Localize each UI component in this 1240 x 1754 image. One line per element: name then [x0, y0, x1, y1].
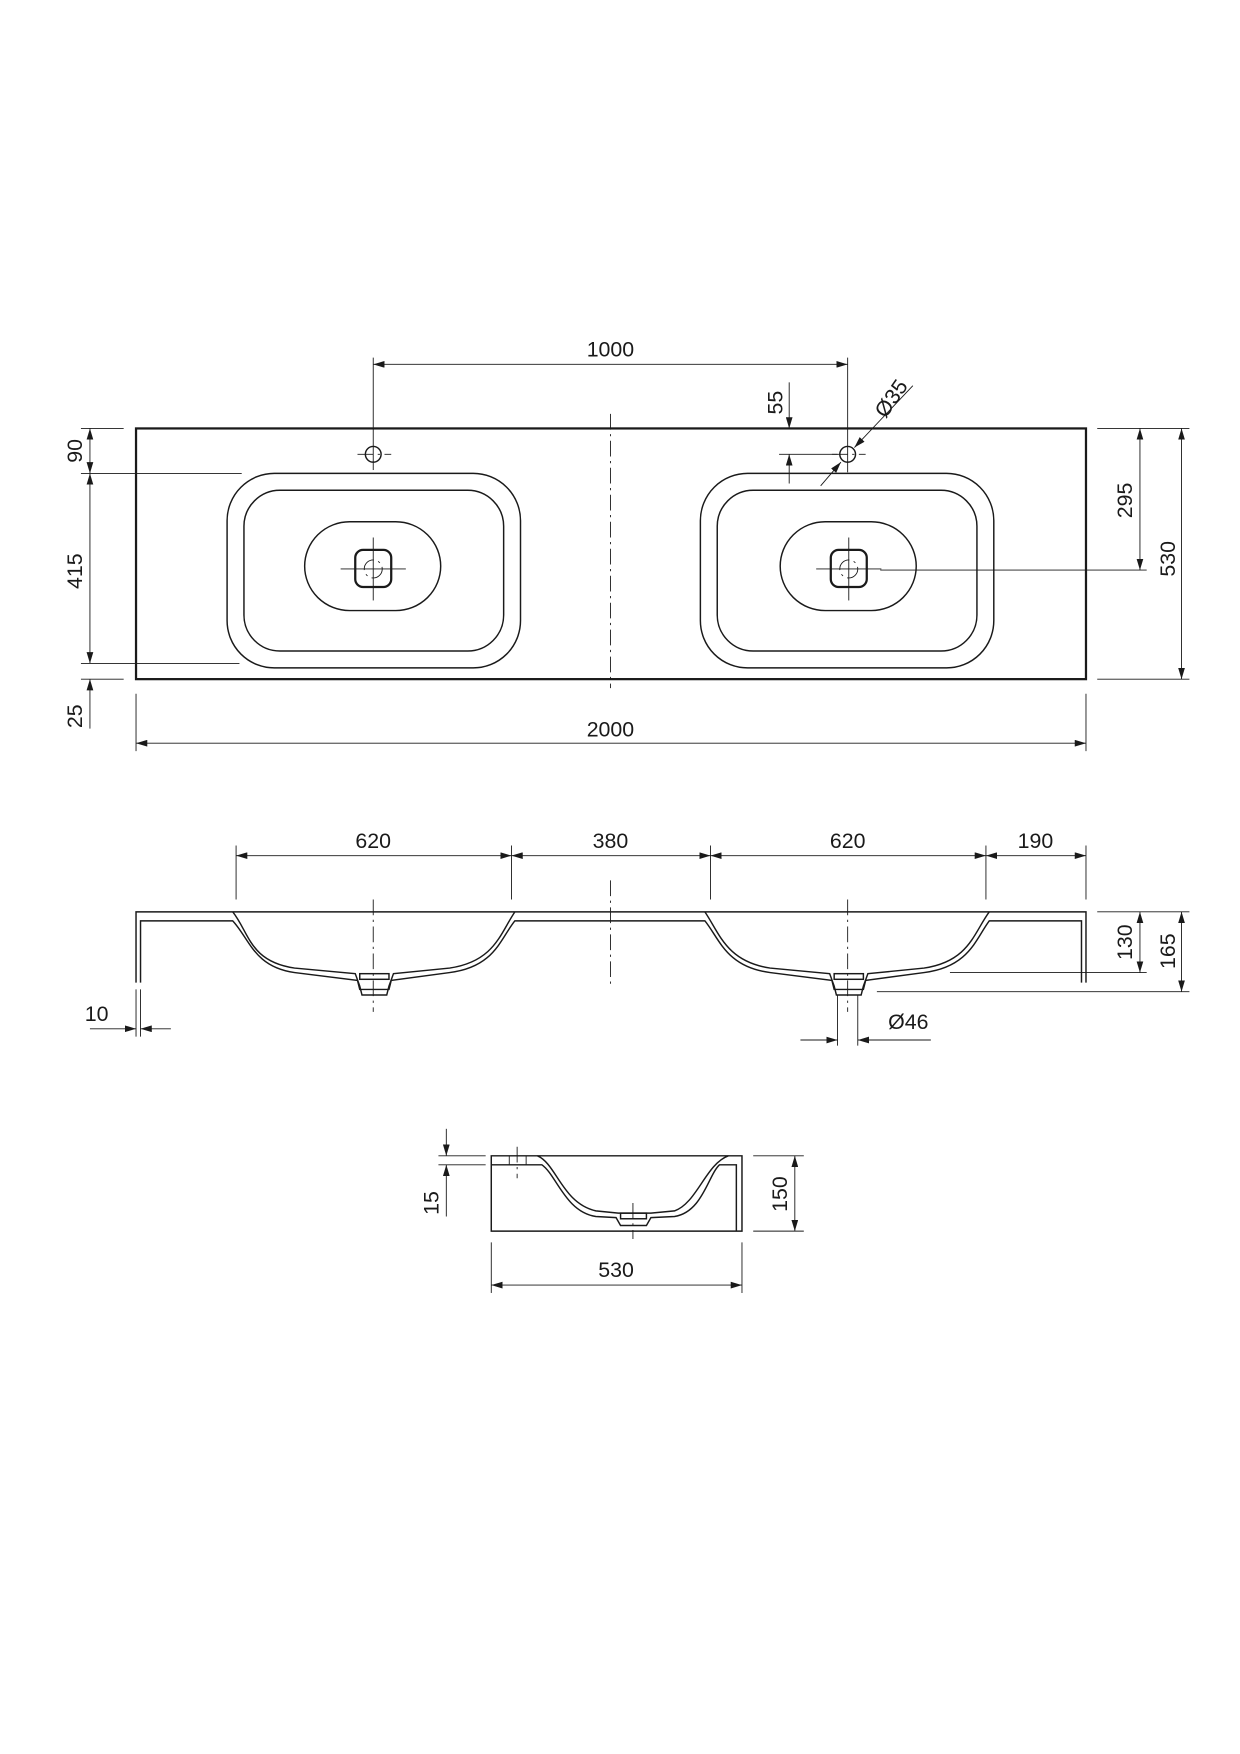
dim-tap-spacing: 1000: [587, 337, 635, 361]
dim-basin-right: 620: [830, 829, 866, 853]
dim-bowl-depth: 130: [1113, 924, 1137, 960]
basin-right: [699, 445, 995, 669]
dim-wall: 10: [85, 1002, 109, 1026]
dim-total-height: 165: [1156, 933, 1180, 969]
dim-top: 15: [419, 1191, 443, 1215]
dim-tap-hole: Ø35: [870, 375, 913, 422]
dim-basin-left: 620: [355, 829, 391, 853]
basin-left: [226, 445, 522, 669]
dim-depth: 530: [1156, 541, 1180, 577]
dim-basin-to-front: 25: [63, 704, 87, 728]
dim-width: 2000: [587, 717, 635, 741]
dim-height: 150: [768, 1176, 792, 1212]
dim-end: 190: [1018, 829, 1054, 853]
countertop-outline: [134, 427, 1088, 681]
dim-gap: 380: [593, 829, 629, 853]
dim-tap-offset: 55: [763, 391, 787, 415]
dim-depth: 530: [598, 1258, 634, 1282]
end-view: 15 150 530: [419, 1128, 804, 1293]
side-view: 620 380 620 190 130 165 10 Ø46: [85, 829, 1190, 1046]
dim-drain-offset: 295: [1113, 483, 1137, 519]
top-view: 1000 55 Ø35 90 415 25 295 530 2000: [63, 337, 1190, 752]
dim-basin-depth: 415: [63, 553, 87, 589]
dim-edge-to-basin: 90: [63, 439, 87, 463]
dim-drain: Ø46: [888, 1010, 928, 1034]
